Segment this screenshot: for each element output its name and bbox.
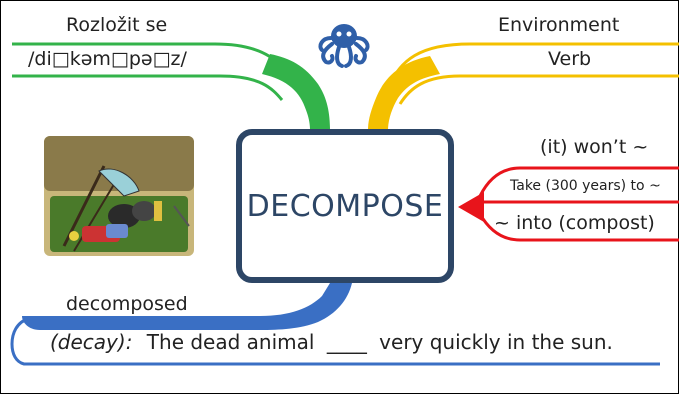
- answer-label: decomposed: [66, 293, 188, 315]
- example-sentence: (decay): The dead animal ____ very quick…: [50, 330, 613, 354]
- center-word-box: DECOMPOSE: [236, 129, 454, 283]
- sentence-blank: ____: [326, 330, 367, 354]
- topic-label: Environment: [498, 14, 620, 36]
- yellow-branch-lower: [398, 74, 679, 105]
- translation-label: Rozložit se: [66, 14, 168, 36]
- sentence-start: The dead animal: [146, 330, 315, 354]
- collocation-3: ~ into (compost): [494, 212, 655, 234]
- sentence-end: very quickly in the sun.: [379, 330, 613, 354]
- garbage-illustration: [44, 136, 194, 256]
- hint-label: (decay):: [50, 330, 133, 354]
- blue-branch-bracket: [10, 316, 660, 366]
- yellow-branch-trunk: [368, 56, 440, 130]
- red-branch-trunk: [458, 192, 484, 222]
- octopus-logo-icon: [318, 24, 370, 68]
- collocation-1: (it) won’t ~: [540, 136, 649, 158]
- center-word: DECOMPOSE: [246, 188, 444, 224]
- green-branch-lower: [12, 74, 284, 101]
- collocation-2: Take (300 years) to ~: [510, 178, 661, 194]
- red-branch-line-1: [478, 166, 679, 197]
- pronunciation-label: /di□kəm□pə□z/: [28, 48, 187, 70]
- green-branch-trunk: [262, 54, 330, 130]
- part-of-speech-label: Verb: [548, 48, 592, 70]
